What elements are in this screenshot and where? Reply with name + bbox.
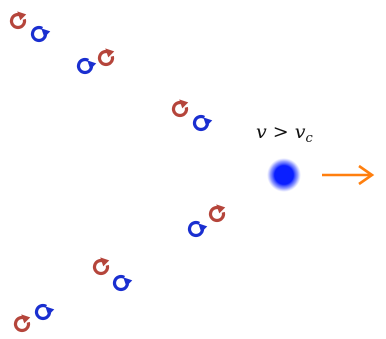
red-vortex-icon	[92, 257, 110, 276]
moving-particle	[267, 158, 301, 192]
vortex-pair	[76, 48, 115, 75]
motion-arrow	[322, 164, 375, 186]
red-vortex-icon	[9, 11, 27, 30]
vortex-pair	[9, 11, 51, 43]
vortex-pair	[13, 303, 55, 333]
blue-vortex-icon	[30, 25, 51, 43]
red-vortex-icon	[13, 314, 31, 333]
blue-vortex-icon	[76, 57, 97, 75]
vortex-pair	[92, 257, 133, 292]
velocity-condition-label: v > vc	[256, 121, 313, 146]
blue-vortex-icon	[192, 114, 213, 132]
blue-vortex-icon	[112, 274, 133, 292]
blue-vortex-icon	[34, 303, 55, 321]
vortex-pairs	[9, 11, 226, 333]
red-vortex-icon	[208, 204, 226, 223]
red-vortex-icon	[171, 99, 189, 118]
blue-vortex-icon	[187, 220, 208, 238]
vortex-pair	[171, 99, 213, 132]
vortex-pair	[187, 204, 226, 238]
red-vortex-icon	[97, 48, 115, 67]
